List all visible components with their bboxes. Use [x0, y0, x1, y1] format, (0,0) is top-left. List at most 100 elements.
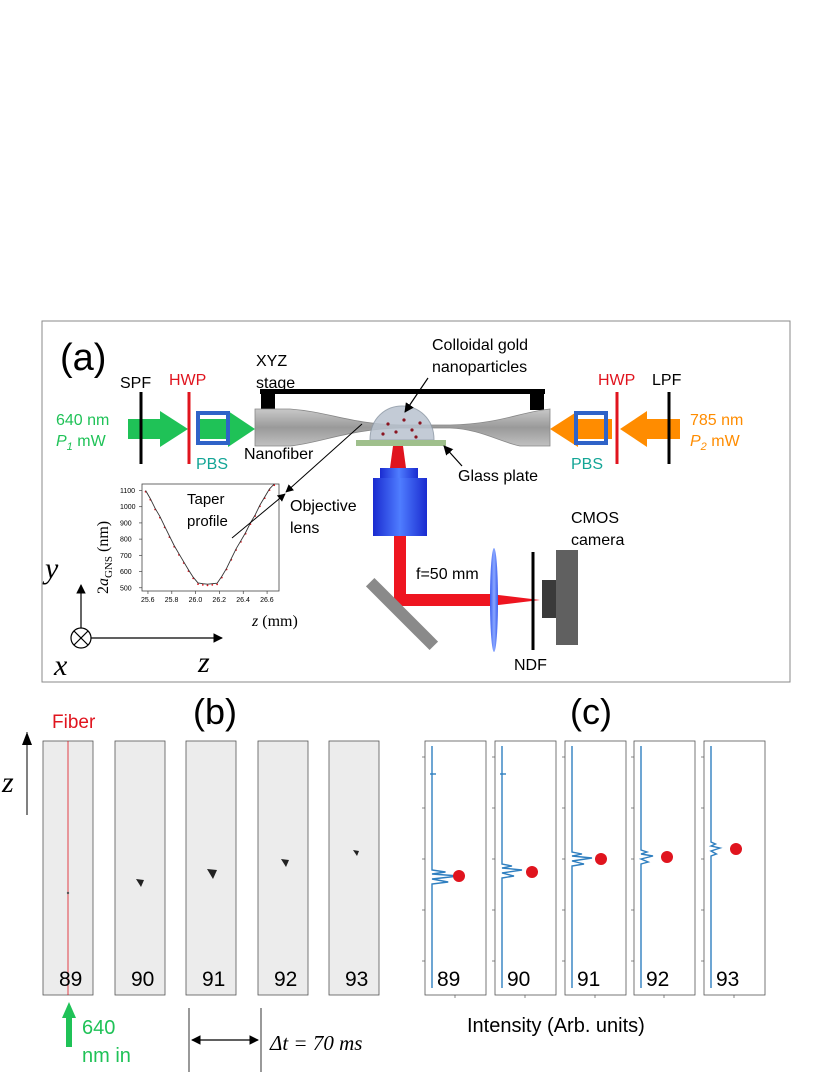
lpf-label: LPF	[652, 372, 682, 389]
cmos-camera	[556, 550, 578, 645]
glass-plate	[356, 440, 446, 446]
camera-sensor	[542, 580, 560, 618]
inset-title-2: profile	[187, 513, 228, 530]
colloid-pointer	[404, 377, 429, 413]
particle-marker	[595, 853, 607, 865]
intensity-trace	[501, 746, 523, 988]
inset-data-point	[197, 583, 199, 585]
inset-ytick-label: 700	[120, 553, 132, 560]
focal-label: f=50 mm	[416, 566, 479, 583]
hwp-left-label: HWP	[169, 372, 206, 389]
hwp-right-label: HWP	[598, 372, 635, 389]
inset-xtick-label: 26.0	[189, 597, 203, 604]
delta-t-label: Δt = 70 ms	[269, 1031, 362, 1055]
inset-ylabel: 2aGNS (nm)	[95, 521, 115, 594]
particle-marker	[453, 870, 465, 882]
particle-spot	[353, 850, 359, 856]
glass-plate-label: Glass plate	[458, 468, 538, 485]
ndf-label: NDF	[514, 657, 547, 674]
frame-number: 92	[274, 968, 297, 991]
focusing-lens	[490, 548, 498, 652]
particle-spot	[136, 879, 144, 887]
scattered-light-cone	[390, 446, 406, 468]
panel-a-label: (a)	[60, 337, 106, 379]
green-beam-2	[196, 419, 232, 439]
colloid-label-1: Colloidal gold	[432, 337, 528, 354]
profile-frame-number: 91	[577, 968, 600, 991]
frame-number: 93	[345, 968, 368, 991]
camera-frame	[328, 740, 380, 996]
particle-spot	[207, 869, 217, 879]
stage-post-left	[261, 392, 275, 410]
axis-y-label: y	[42, 552, 59, 585]
panel-a: (a) XYZ stage Nanofiber Colloidal gold n…	[41, 320, 791, 683]
right-power: P2 mW	[690, 433, 741, 453]
inset-data-point	[201, 584, 204, 586]
inset-ytick-label: 600	[120, 569, 132, 576]
spf-label: SPF	[120, 375, 151, 392]
stage-post-right	[530, 392, 544, 410]
inset-ytick-label: 1000	[120, 504, 136, 511]
inset-ytick-label: 1100	[120, 488, 135, 495]
intensity-trace	[571, 746, 593, 988]
green-beam-arrowhead-2	[228, 411, 255, 447]
inset-xtick-label: 26.4	[236, 597, 250, 604]
frame-number: 89	[59, 968, 82, 991]
axis-x-label: x	[53, 649, 68, 682]
input-arrow-shaft	[66, 1017, 72, 1047]
particle-marker	[526, 866, 538, 878]
profile-frame	[564, 740, 627, 996]
right-wavelength: 785 nm	[690, 412, 743, 429]
inset-xtick-label: 26.6	[260, 597, 274, 604]
particle-marker	[661, 851, 673, 863]
inset-fit-line	[145, 483, 275, 585]
inset-ytick-label: 500	[120, 585, 132, 592]
inset-plot-frame	[141, 483, 280, 592]
panel-c-xlabel: Intensity (Arb. units)	[467, 1015, 645, 1037]
fiber-label: Fiber	[52, 712, 96, 733]
gold-nanoparticles	[381, 418, 422, 439]
inset-pointer	[231, 493, 286, 539]
intensity-trace	[708, 746, 723, 988]
z-axis-b-arrowhead	[22, 732, 32, 745]
objective-label-2: lens	[290, 520, 319, 537]
inset-data-marks	[144, 483, 276, 587]
profile-frame-number: 93	[716, 968, 739, 991]
nanofiber-label: Nanofiber	[244, 446, 314, 463]
pbs-right-label: PBS	[571, 456, 603, 473]
colloid-droplet	[369, 405, 435, 441]
profile-frame	[633, 740, 696, 996]
frame-number: 91	[202, 968, 225, 991]
profile-frame-number: 90	[507, 968, 530, 991]
z-axis-b-label: z	[1, 766, 14, 799]
orange-beam-arrowhead-1	[620, 411, 647, 447]
particle-spot	[66, 891, 70, 895]
inset-xtick-label: 26.2	[212, 597, 226, 604]
camera-frame	[185, 740, 237, 996]
profile-frame	[703, 740, 766, 996]
frame-number: 90	[131, 968, 154, 991]
intensity-trace	[638, 746, 654, 988]
panel-c-label: (c)	[570, 691, 612, 732]
xyz-stage-label-1: XYZ	[256, 353, 287, 370]
red-beam-horizontal	[394, 594, 540, 606]
axis-z-label: z	[197, 646, 210, 679]
camera-frames: 89 90 91 92 93	[42, 740, 380, 996]
inset-ytick-label: 900	[120, 520, 132, 527]
inset-data-point	[206, 584, 209, 587]
nanofiber-to-inset-pointer	[285, 423, 363, 493]
mirror	[365, 577, 439, 651]
camera-frame	[114, 740, 166, 996]
pbs-left	[196, 411, 230, 445]
inset-xtick-label: 25.6	[141, 597, 155, 604]
orange-beam-1	[645, 419, 680, 439]
panel-b-label: (b)	[193, 691, 237, 732]
left-wavelength: 640 nm	[56, 412, 109, 429]
profile-frame	[424, 740, 487, 996]
inset-data-point	[216, 583, 219, 586]
objective-lens	[373, 478, 427, 536]
